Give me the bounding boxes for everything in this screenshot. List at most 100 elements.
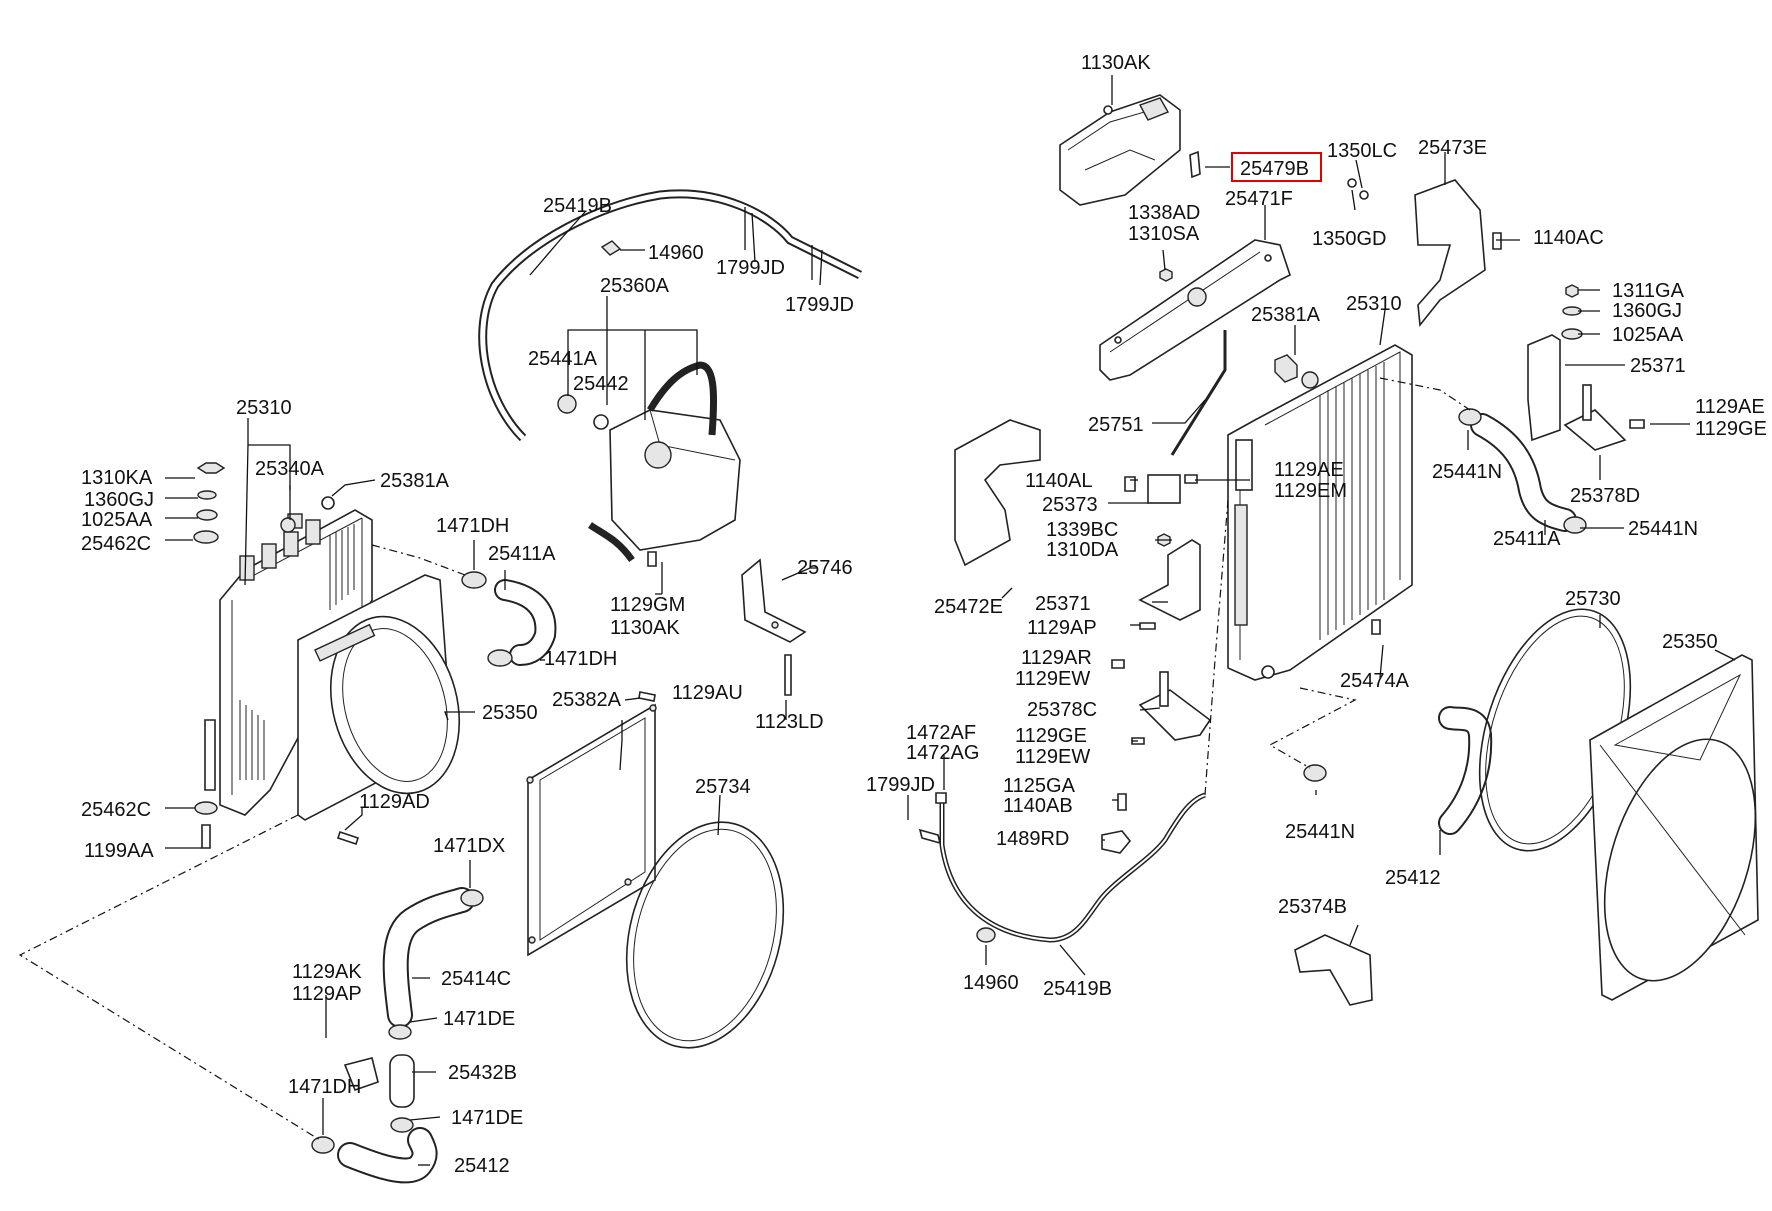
part-label[interactable]: 1025AA <box>81 509 153 531</box>
part-label[interactable]: 25412 <box>454 1155 510 1177</box>
part-label[interactable]: 1140AB <box>1003 795 1073 817</box>
part-label[interactable]: 1125GA <box>1003 775 1076 797</box>
radiator-left <box>204 509 373 816</box>
leaders-left <box>165 207 823 1166</box>
part-label[interactable]: 25371 <box>1630 355 1686 377</box>
part-label[interactable]: 1472AF <box>906 722 976 744</box>
part-label[interactable]: 25412 <box>1385 867 1441 889</box>
part-label[interactable]: 25746 <box>797 557 853 579</box>
part-label[interactable]: 25462C <box>81 533 151 555</box>
part-label[interactable]: 1129AP <box>292 983 362 1005</box>
part-label[interactable]: 1129AD <box>359 791 430 813</box>
bushing-25381A-right <box>1274 354 1298 383</box>
part-label[interactable]: 1350GD <box>1312 228 1387 250</box>
right-assembly <box>907 75 1759 1006</box>
part-label[interactable]: 1799JD <box>785 294 854 316</box>
part-label[interactable]: 1471DH <box>288 1076 361 1098</box>
part-label[interactable]: 1350LC <box>1327 140 1397 162</box>
part-label[interactable]: 1129EW <box>1015 746 1090 768</box>
part-label[interactable]: 1199AA <box>84 840 154 862</box>
part-label[interactable]: 25730 <box>1565 588 1621 610</box>
overflow-hose-left-inner <box>480 191 862 440</box>
cap-25340A <box>280 517 296 533</box>
part-label[interactable]: 1471DX <box>433 835 505 857</box>
part-label[interactable]: 1130AK <box>610 617 680 639</box>
part-label[interactable]: 1360GJ <box>84 489 154 511</box>
part-label[interactable]: 1339BC <box>1046 519 1118 541</box>
clamp-1471DH-mid <box>487 649 513 667</box>
part-label[interactable]: 25441N <box>1432 461 1502 483</box>
part-label[interactable]: 1310SA <box>1128 223 1200 245</box>
part-label[interactable]: 25381A <box>1251 304 1321 326</box>
part-label[interactable]: 1129EM <box>1274 480 1347 502</box>
part-label[interactable]: 1472AG <box>906 742 979 764</box>
part-label[interactable]: 25350 <box>482 702 538 724</box>
part-label[interactable]: 1471DE <box>451 1107 523 1129</box>
part-label[interactable]: 25381A <box>380 470 450 492</box>
part-label[interactable]: 1140AL <box>1025 470 1092 492</box>
part-label[interactable]: 25432B <box>448 1062 517 1084</box>
part-label[interactable]: 1310KA <box>81 467 153 489</box>
part-label[interactable]: 25414C <box>441 968 511 990</box>
part-label[interactable]: 1338AD <box>1128 202 1200 224</box>
part-label[interactable]: 1129AK <box>292 961 362 983</box>
part-label[interactable]: 25442 <box>573 373 629 395</box>
part-label[interactable]: 1489RD <box>996 828 1069 850</box>
bracket-25378D <box>1563 409 1627 451</box>
part-label[interactable]: 25479B <box>1240 158 1309 180</box>
part-label[interactable]: 1140AC <box>1533 227 1604 249</box>
part-label[interactable]: 25373 <box>1042 494 1098 516</box>
part-label[interactable]: 25378D <box>1570 485 1640 507</box>
part-label[interactable]: 1129AE <box>1274 459 1344 481</box>
part-label[interactable]: 1129GE <box>1015 725 1087 747</box>
part-label[interactable]: 1129GM <box>610 594 685 616</box>
part-label[interactable]: 1130AK <box>1081 52 1151 74</box>
part-label[interactable]: 25471F <box>1225 188 1293 210</box>
part-label[interactable]: 25310 <box>1346 293 1402 315</box>
part-label[interactable]: 1123LD <box>755 711 824 733</box>
part-label[interactable]: 1129AU <box>672 682 743 704</box>
part-label[interactable]: 25419B <box>543 195 612 217</box>
part-label[interactable]: 25441N <box>1628 518 1698 540</box>
part-label[interactable]: 25419B <box>1043 978 1112 1000</box>
part-label[interactable]: 1799JD <box>866 774 935 796</box>
part-label[interactable]: 25411A <box>488 543 556 565</box>
part-label[interactable]: 25310 <box>236 397 292 419</box>
bolt-1123LD <box>784 654 792 696</box>
dash-line-right-3 <box>1204 499 1229 796</box>
part-label[interactable]: 25374B <box>1278 896 1347 918</box>
part-label[interactable]: 14960 <box>648 242 704 264</box>
part-label[interactable]: 1471DH <box>436 515 509 537</box>
part-label[interactable]: 25734 <box>695 776 751 798</box>
part-label[interactable]: 25751 <box>1088 414 1144 436</box>
part-label[interactable]: 1129AP <box>1027 617 1097 639</box>
part-label[interactable]: 25382A <box>552 689 622 711</box>
part-label[interactable]: 1129GE <box>1695 418 1767 440</box>
part-label[interactable]: 25360A <box>600 275 670 297</box>
part-label[interactable]: 25411A <box>1493 528 1561 550</box>
part-label[interactable]: 14960 <box>963 972 1019 994</box>
part-label[interactable]: 25350 <box>1662 631 1718 653</box>
part-label[interactable]: 1471DE <box>443 1008 515 1030</box>
part-label[interactable]: 25340A <box>255 458 325 480</box>
part-label[interactable]: 1311GA <box>1612 280 1685 302</box>
part-label[interactable]: 25441A <box>528 348 598 370</box>
part-label[interactable]: 25462C <box>81 799 151 821</box>
part-label[interactable]: 1129AE <box>1695 396 1765 418</box>
bracket-25371-right <box>1527 334 1561 442</box>
part-label[interactable]: 1310DA <box>1046 539 1119 561</box>
part-label[interactable]: 1799JD <box>716 257 785 279</box>
dash-line-left-2 <box>18 814 321 1141</box>
part-label[interactable]: 1025AA <box>1612 324 1684 346</box>
part-label[interactable]: 1360GJ <box>1612 300 1682 322</box>
part-label[interactable]: 25473E <box>1418 137 1487 159</box>
part-label[interactable]: 25474A <box>1340 670 1410 692</box>
part-label[interactable]: 25378C <box>1027 699 1097 721</box>
part-label[interactable]: 25441N <box>1285 821 1355 843</box>
part-label[interactable]: 25371 <box>1035 593 1091 615</box>
part-label[interactable]: 1129AR <box>1021 647 1092 669</box>
part-label[interactable]: 25472E <box>934 596 1003 618</box>
bolt-1129AD <box>336 830 360 846</box>
part-label[interactable]: 1129EW <box>1015 668 1090 690</box>
part-label[interactable]: 1471DH <box>544 648 617 670</box>
